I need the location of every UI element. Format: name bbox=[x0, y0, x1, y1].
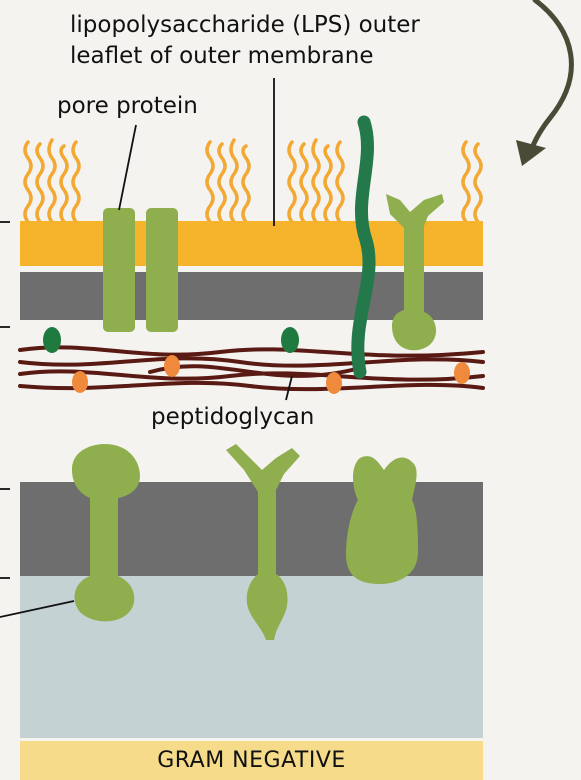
channel-protein-plasma-membrane bbox=[346, 456, 418, 584]
lps-outer-leaflet-label: lipopolysaccharide (LPS) outer leaflet o… bbox=[70, 10, 420, 72]
pore-protein-label: pore protein bbox=[57, 91, 198, 121]
peptidoglycan-label: peptidoglycan bbox=[151, 402, 314, 432]
lps-label-line-2: leaflet of outer membrane bbox=[70, 41, 420, 72]
lps-chains bbox=[25, 140, 481, 222]
lps-label-line-1: lipopolysaccharide (LPS) outer bbox=[70, 10, 420, 41]
curved-arrow-icon bbox=[516, 0, 571, 166]
footer-title: GRAM NEGATIVE bbox=[20, 741, 483, 780]
peptidoglycan-layer bbox=[20, 347, 483, 389]
footer-banner: GRAM NEGATIVE bbox=[20, 741, 483, 780]
